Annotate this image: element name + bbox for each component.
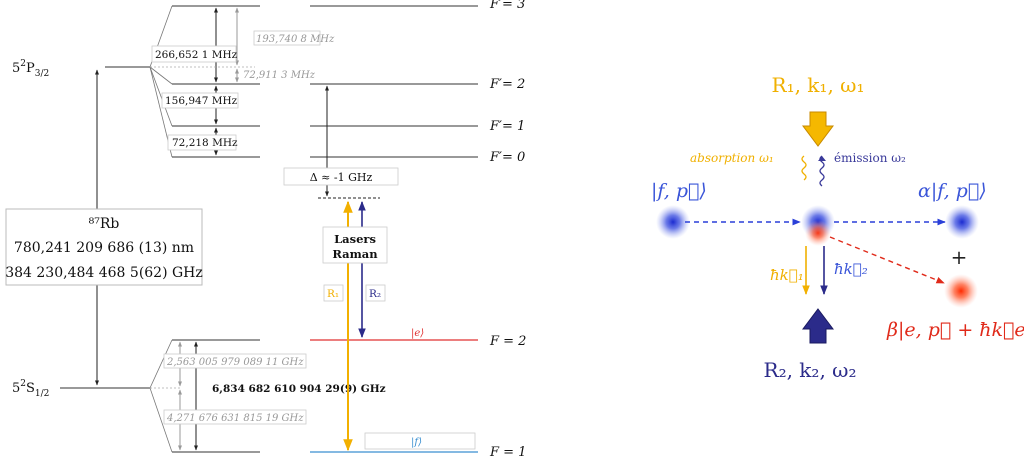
emission-arrow-head [818,156,826,161]
value-f3-center: 193,740 8 MHz [256,34,335,45]
value-ground-f1: 4,271 676 631 815 19 GHz [166,413,304,424]
atom-final-e [944,274,978,308]
box-ground-split [212,380,344,395]
initial-state-label: |f, p⃗⟩ [651,180,707,202]
absorption-label: absorption ω₁ [690,151,774,165]
top-beam-label: R₁, k₁, ω₁ [772,73,865,97]
state-e-label: |e⟩ [411,328,424,339]
box-ground-f1 [163,409,307,425]
label-f2: F′= 2 [489,77,525,92]
box-f3-f2 [151,45,237,63]
path-center-final-e [829,236,945,284]
value-f1-f0: 72,218 MHz [172,137,238,149]
value-f3-f2: 266,652 1 MHz [155,49,238,61]
excited-state-label: 52P3/2 [12,59,49,79]
rb-isotope: ⁸⁷Rb [89,216,120,232]
box-f2-f1 [161,92,239,109]
raman-scheme: R₁, k₁, ω₁ absorption ω₁ émission ω₂ |f,… [651,73,1024,382]
hk1-label: ħk⃗₁ [770,266,804,284]
value-ground-f2: 2,563 005 979 089 11 GHz [166,357,304,368]
r2-box [365,284,386,302]
value-f2-center: 72,911 3 MHz [243,70,316,81]
hk2-label: ħk⃗₂ [834,260,868,278]
absorption-wave-icon [801,155,807,181]
rb-wavelength: 780,241 209 686 (13) nm [14,240,194,256]
emission-wave-icon [819,155,825,187]
ground-state-label: 52S1/2 [12,379,49,399]
label-ground-f2: F = 2 [489,334,526,349]
label-f1: F′= 1 [489,119,525,134]
lasers-label-2: Raman [332,247,378,261]
state-f-label: |f⟩ [411,437,422,448]
lasers-label-1: Lasers [334,232,376,246]
label-ground-f1: F = 1 [489,445,526,460]
box-ground-f2 [163,353,307,369]
rb-info-box [5,208,203,286]
top-beam-block-arrow [802,111,834,147]
bottom-beam-label: R₂, k₂, ω₂ [764,358,857,382]
value-f2-f1: 156,947 MHz [165,95,238,107]
r1-box [323,284,344,302]
ground-fan-lines [149,339,173,453]
label-f3: F′= 3 [489,0,525,12]
box-f3-center [253,30,321,46]
final-e-state-label: β|e, p⃗ + ħk⃗eff⟩ [886,319,1024,341]
r1-label: R₁ [327,288,339,300]
energy-level-diagram: 52P3/2 52S1/2 F′= 3 F′= 2 F′= 1 F′= 0 [5,0,526,460]
box-f1-f0 [167,134,237,151]
rb-frequency: 384 230,484 468 5(62) GHz [5,265,203,281]
emission-label: émission ω₂ [834,151,906,165]
excited-fan-lines [149,5,173,158]
lasers-raman-box [322,226,388,264]
label-f0: F′= 0 [489,150,525,165]
plus-sign: + [951,245,968,269]
atom-initial [656,205,690,239]
detuning-label: Δ ≈ -1 GHz [310,171,373,184]
value-ground-split: 6,834 682 610 904 29(9) GHz [212,383,386,395]
final-f-state-label: α|f, p⃗⟩ [918,180,987,202]
detuning-box [283,167,399,186]
bottom-beam-block-arrow [802,308,834,344]
atom-center-excited [805,220,831,246]
state-f-box [364,432,476,450]
atom-final-f [945,205,979,239]
r2-label: R₂ [369,288,381,300]
